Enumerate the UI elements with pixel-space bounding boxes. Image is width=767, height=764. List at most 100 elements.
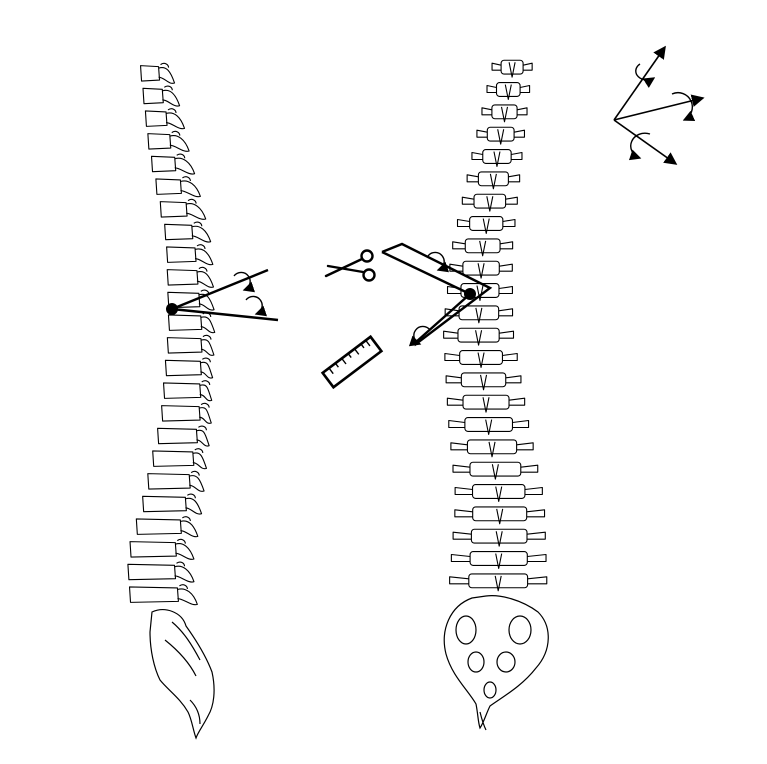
- spinous-process: [169, 135, 190, 152]
- facet-joint: [202, 357, 211, 363]
- spinous-process: [496, 508, 504, 525]
- spinous-process: [486, 196, 494, 212]
- spinous-process: [162, 89, 181, 107]
- vertebra-body: [486, 126, 515, 142]
- coordinate-axes-icon: [613, 45, 705, 165]
- transverse-process-right: [508, 174, 521, 183]
- lower-angle-line: [171, 307, 279, 322]
- vertebra-body: [164, 359, 202, 377]
- transverse-process-left: [461, 196, 475, 205]
- vertebra-body: [464, 238, 501, 254]
- transverse-process-right: [499, 330, 515, 339]
- coronal-spine: [443, 59, 548, 592]
- vertebra-body: [162, 382, 202, 399]
- spinous-process: [200, 361, 214, 379]
- facet-joint: [176, 153, 186, 159]
- vertebra-body: [167, 291, 201, 309]
- spinous-process: [500, 106, 509, 123]
- vertebra-body: [468, 573, 529, 589]
- spinous-process: [174, 157, 196, 175]
- transverse-process-left: [444, 352, 460, 362]
- transverse-process-right: [511, 151, 523, 161]
- vertebra-body: [155, 178, 182, 195]
- facet-joint: [182, 176, 191, 182]
- facet-joint: [182, 516, 191, 522]
- vertebra-body: [157, 427, 198, 445]
- transverse-process-right: [508, 397, 526, 406]
- vertebra-body: [166, 269, 199, 286]
- vertebra-body: [144, 110, 168, 127]
- rotation-arrow-icon: [671, 91, 696, 121]
- transverse-process-left: [450, 553, 471, 563]
- rotation-arrow-icon: [408, 325, 431, 347]
- spinous-process: [200, 316, 216, 334]
- axis-arrow: [613, 94, 705, 121]
- spinous-process: [189, 475, 205, 492]
- facet-joint: [179, 584, 188, 590]
- facet-joint: [190, 470, 200, 476]
- transverse-process-left: [452, 531, 472, 540]
- spinous-process: [497, 129, 505, 145]
- rotation-arrow-icon: [233, 271, 256, 293]
- transverse-process-right: [516, 107, 528, 116]
- spinous-process: [200, 339, 215, 356]
- spinous-process: [485, 419, 493, 435]
- spinous-process: [476, 285, 484, 301]
- right-angle-annotation: [381, 242, 493, 347]
- spinous-process: [194, 248, 214, 266]
- vertebra-body: [135, 518, 182, 535]
- vertebra-body: [147, 133, 172, 150]
- transverse-process-left: [481, 107, 493, 116]
- vertebra-body: [161, 405, 201, 422]
- transverse-process-right: [526, 531, 546, 540]
- vertebra-body: [166, 246, 197, 263]
- spinous-process: [191, 225, 212, 243]
- vertebra-body: [128, 586, 179, 603]
- vertebra-body: [167, 314, 203, 331]
- transverse-process-left: [471, 151, 483, 161]
- rotation-arrow-icon: [245, 295, 268, 317]
- facet-joint: [198, 266, 208, 272]
- vertebra-body: [469, 216, 504, 231]
- transverse-process-right: [502, 218, 516, 228]
- spinous-process: [477, 352, 485, 368]
- spinous-process: [196, 271, 215, 288]
- transverse-process-right: [498, 308, 514, 317]
- spinous-process: [508, 62, 516, 78]
- facet-joint: [176, 561, 186, 567]
- facet-joint: [171, 130, 181, 136]
- transverse-process-right: [505, 196, 518, 205]
- vertebra-body: [471, 484, 526, 499]
- sagittal-spine: [127, 62, 216, 606]
- spinous-process: [174, 565, 195, 583]
- axis-arrow: [613, 45, 666, 121]
- vertebra-body: [127, 563, 177, 581]
- rotation-arrow-icon: [635, 63, 656, 88]
- spinous-process: [180, 180, 201, 198]
- transverse-process-right: [520, 464, 539, 473]
- spinous-process: [477, 263, 485, 279]
- transverse-process-right: [526, 509, 546, 518]
- transverse-process-right: [499, 241, 514, 250]
- transverse-process-left: [450, 442, 468, 451]
- transverse-process-left: [452, 464, 471, 473]
- spinous-process: [198, 407, 212, 424]
- spinous-process: [165, 112, 186, 130]
- spinous-process: [495, 553, 503, 569]
- vertebra-body: [152, 450, 195, 467]
- transverse-process-right: [502, 352, 518, 362]
- transverse-process-left: [454, 486, 473, 496]
- spinous-process: [495, 486, 503, 502]
- facet-joint: [196, 244, 206, 250]
- ruler-icon: [320, 334, 384, 390]
- vertebra-body: [491, 104, 518, 120]
- vertebra-body: [150, 155, 177, 173]
- facet-joint: [200, 402, 210, 408]
- spinous-process: [482, 218, 490, 234]
- upper-angle-line: [171, 268, 269, 311]
- spinous-process: [482, 397, 490, 413]
- vertebra-body: [129, 541, 177, 558]
- facet-joint: [202, 334, 212, 340]
- transverse-process-left: [446, 397, 464, 406]
- transverse-process-right: [499, 263, 513, 272]
